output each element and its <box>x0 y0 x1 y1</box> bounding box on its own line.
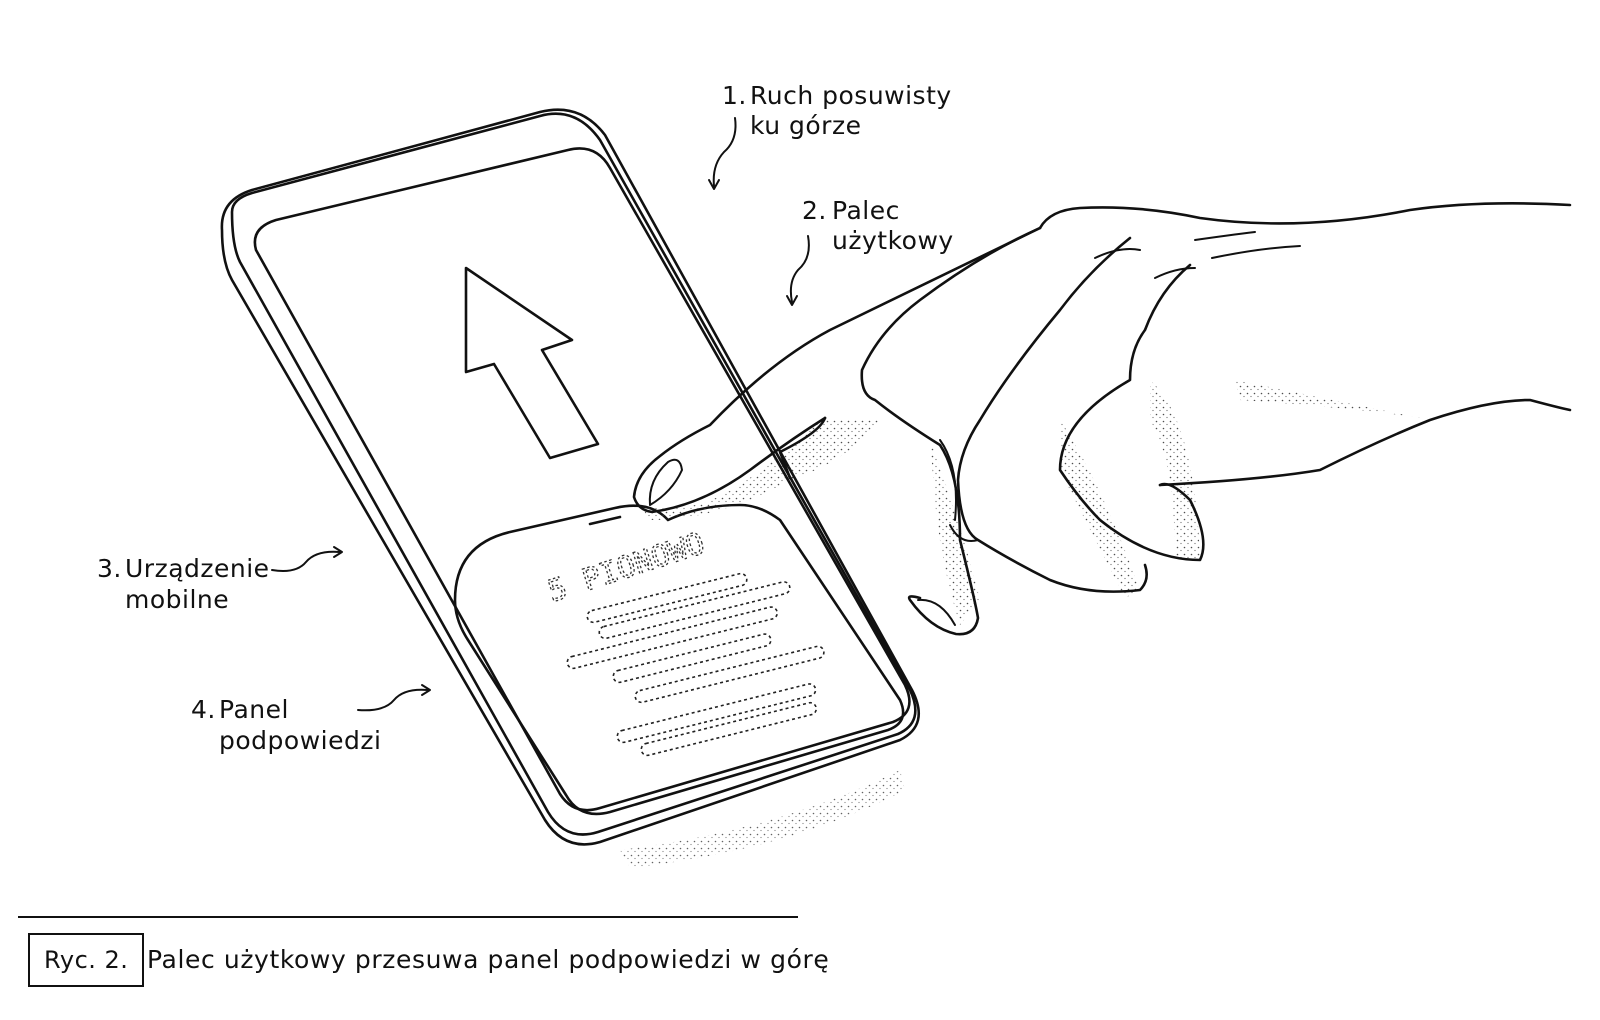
callout-4-line1: Panel <box>219 695 289 724</box>
callout-4-leader <box>357 688 429 712</box>
user-hand <box>632 202 1572 636</box>
device-shadow <box>620 770 905 868</box>
figure-caption: Palec użytkowy przesuwa panel podpowiedz… <box>147 945 830 974</box>
callout-3-leader <box>271 550 341 572</box>
figure-label: Ryc. 2. <box>28 933 145 987</box>
panel-heading: 5 PIONOWO <box>544 526 709 610</box>
caption-divider <box>18 916 798 918</box>
callout-4-line2: podpowiedzi <box>219 726 381 755</box>
callout-mobile-device: 3. Urządzenie mobilne <box>97 546 343 614</box>
callout-4-number: 4. <box>191 695 216 724</box>
callout-swipe-motion: 1. Ruch posuwisty ku górze <box>708 81 952 190</box>
callout-hint-panel: 4. Panel podpowiedzi <box>191 684 431 755</box>
callout-2-leader <box>789 235 810 303</box>
callout-1-number: 1. <box>722 81 747 110</box>
swipe-up-arrow-icon <box>464 266 600 460</box>
callout-2-number: 2. <box>802 196 827 225</box>
mobile-device <box>220 108 920 846</box>
hint-text-placeholder-lines <box>566 572 825 757</box>
callout-3-number: 3. <box>97 554 122 583</box>
callout-3-line1: Urządzenie <box>125 554 270 583</box>
callout-1-line2: ku górze <box>750 111 861 140</box>
callout-2-line1: Palec <box>832 196 900 225</box>
callout-1-leader <box>712 117 737 187</box>
callout-2-line2: użytkowy <box>832 226 954 255</box>
callout-3-line2: mobilne <box>125 585 229 614</box>
callout-1-line1: Ruch posuwisty <box>750 81 952 110</box>
callout-user-finger: 2. Palec użytkowy <box>786 196 954 306</box>
